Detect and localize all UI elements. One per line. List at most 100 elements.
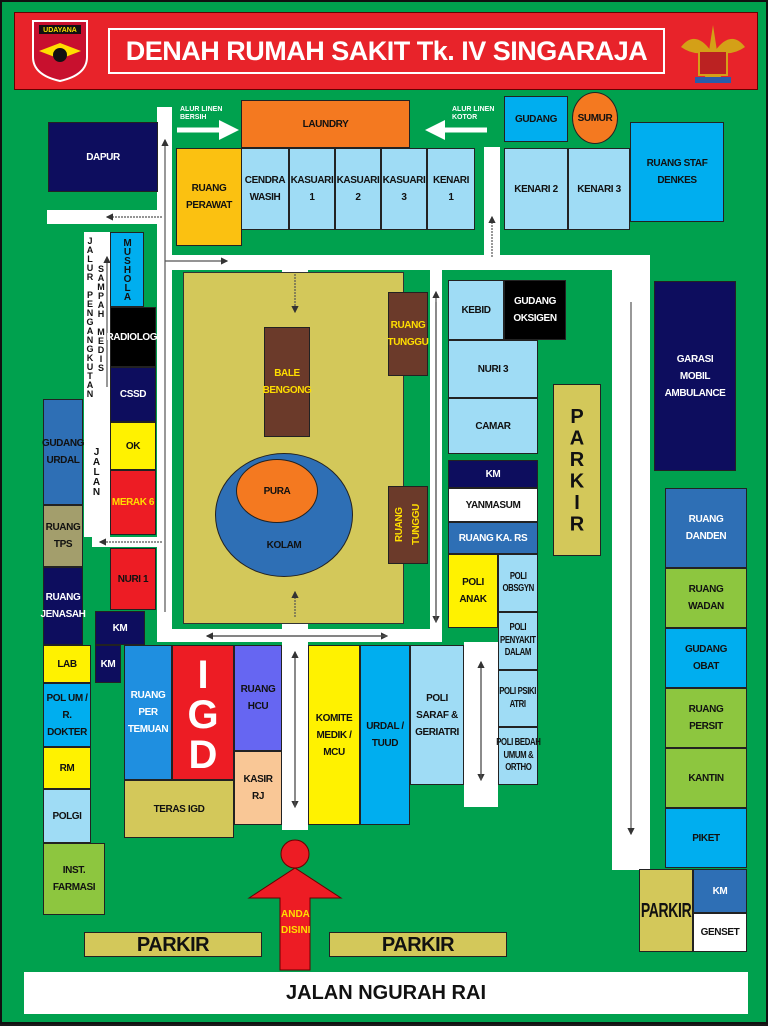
room-label: GUDANG xyxy=(514,113,558,125)
room-kasuari-2[interactable]: KASUARI 2 xyxy=(335,148,381,230)
room-poli-anak[interactable]: POLI ANAK xyxy=(448,554,498,628)
room-ruang-hcu[interactable]: RUANG HCU xyxy=(234,645,282,751)
room-pol-um-r-dokter[interactable]: POL UM / R. DOKTER xyxy=(43,683,91,747)
room-label: KASUARI 3 xyxy=(382,175,426,203)
room-km[interactable]: KM xyxy=(448,460,538,488)
room-label: BALE BENGONG xyxy=(262,368,312,396)
army-emblem-logo xyxy=(681,25,745,83)
svg-text:UDAYANA: UDAYANA xyxy=(43,27,77,34)
room-nuri-1[interactable]: NURI 1 xyxy=(110,548,156,610)
street-name: JALAN NGURAH RAI xyxy=(24,972,748,1014)
room-label: RUANG TUNGGU xyxy=(387,320,429,348)
room-yanmasum[interactable]: YANMASUM xyxy=(448,488,538,522)
room-kenari-2[interactable]: KENARI 2 xyxy=(504,148,568,230)
room-garasi-mobil-ambulance[interactable]: GARASI MOBIL AMBULANCE xyxy=(654,281,736,471)
room-kenari-1[interactable]: KENARI 1 xyxy=(427,148,475,230)
room-ok[interactable]: OK xyxy=(110,422,156,470)
room-gudang-obat[interactable]: GUDANG OBAT xyxy=(665,628,747,688)
room-parkir[interactable]: PARKIR xyxy=(639,869,693,952)
room-kantin[interactable]: KANTIN xyxy=(665,748,747,808)
room-poli-penyakit-dalam[interactable]: POLI PENYAKIT DALAM xyxy=(498,612,538,670)
room-merak-6[interactable]: MERAK 6 xyxy=(110,470,156,535)
room-label: KASUARI 2 xyxy=(336,175,380,203)
room-teras-igd[interactable]: TERAS IGD xyxy=(124,780,234,838)
medical-waste-label: SAMPAH MEDIS xyxy=(96,264,106,372)
room-sumur[interactable]: SUMUR xyxy=(572,92,618,144)
room-label: RM xyxy=(59,762,75,774)
room-ruang-tunggu[interactable]: RUANG TUNGGU xyxy=(387,292,429,376)
room-radiologi[interactable]: RADIOLOGI xyxy=(106,307,160,367)
room-poli-saraf-geriatri[interactable]: POLI SARAF & GERIATRI xyxy=(410,645,464,785)
room-cendra-wasih[interactable]: CENDRA WASIH xyxy=(241,148,289,230)
room-gudang[interactable]: GUDANG xyxy=(504,96,568,142)
room-ruang-per-temuan[interactable]: RUANG PER TEMUAN xyxy=(124,645,172,780)
room-bale-bengong[interactable]: BALE BENGONG xyxy=(262,327,312,437)
room-gudang-urdal[interactable]: GUDANG URDAL xyxy=(41,399,85,505)
room-lab[interactable]: LAB xyxy=(43,645,91,683)
room-label: LAUNDRY xyxy=(302,118,349,130)
room-laundry[interactable]: LAUNDRY xyxy=(241,100,410,148)
room-camar[interactable]: CAMAR xyxy=(448,398,538,454)
room-urdal-tuud[interactable]: URDAL / TUUD xyxy=(360,645,410,825)
room-label: KM xyxy=(712,885,728,897)
room-piket[interactable]: PIKET xyxy=(665,808,747,868)
room-pura[interactable]: PURA xyxy=(236,459,318,523)
room-parkir[interactable]: PARKIR xyxy=(553,384,601,556)
room-cssd[interactable]: CSSD xyxy=(110,367,156,422)
room-inst-farmasi[interactable]: INST. FARMASI xyxy=(43,843,105,915)
room-mushola[interactable]: MUSHOLA xyxy=(110,232,144,307)
udayana-logo: UDAYANA xyxy=(32,20,88,83)
room-label: GENSET xyxy=(700,927,740,938)
room-kasir-rj[interactable]: KASIR RJ xyxy=(234,751,282,825)
room-label: DAPUR xyxy=(86,151,120,163)
room-gudang-oksigen[interactable]: GUDANG OKSIGEN xyxy=(504,280,566,340)
room-km[interactable]: KM xyxy=(95,645,121,683)
room-label: POLGI xyxy=(52,810,82,822)
room-label: KEBID xyxy=(461,304,491,316)
room-genset[interactable]: GENSET xyxy=(693,913,747,952)
room-label: RUANG PERSIT xyxy=(688,704,724,732)
room-label: POLI PSIKI ATRI xyxy=(499,686,537,710)
room-ruang-perawat[interactable]: RUANG PERAWAT xyxy=(176,148,242,246)
room-label: GUDANG URDAL xyxy=(41,438,85,466)
room-km[interactable]: KM xyxy=(95,611,145,645)
room-poli-obsgyn[interactable]: POLI OBSGYN xyxy=(498,554,538,612)
road xyxy=(430,265,442,642)
room-ruang-tunggu[interactable]: RUANG TUNGGU xyxy=(388,486,428,564)
room-parkir[interactable]: PARKIR xyxy=(329,932,507,957)
room-poli-bedah-umum-ortho[interactable]: POLI BEDAH UMUM & ORTHO xyxy=(496,727,540,785)
room-label: POLI OBSGYN xyxy=(502,570,534,595)
room-poli-psiki-atri[interactable]: POLI PSIKI ATRI xyxy=(498,670,538,727)
room-label: KANTIN xyxy=(688,772,724,784)
room-ruang-staf-denkes[interactable]: RUANG STAF DENKES xyxy=(630,122,724,222)
room-rm[interactable]: RM xyxy=(43,747,91,789)
room-komite-medik-mcu[interactable]: KOMITE MEDIK / MCU xyxy=(308,645,360,825)
room-km[interactable]: KM xyxy=(693,869,747,913)
room-kasuari-3[interactable]: KASUARI 3 xyxy=(381,148,427,230)
room-kebid[interactable]: KEBID xyxy=(448,280,504,340)
room-nuri-3[interactable]: NURI 3 xyxy=(448,340,538,398)
room-label: MERAK 6 xyxy=(111,497,155,508)
room-ruang-danden[interactable]: RUANG DANDEN xyxy=(665,488,747,568)
room-label: OK xyxy=(125,440,141,452)
road xyxy=(612,255,650,870)
room-parkir[interactable]: PARKIR xyxy=(84,932,262,957)
room-ruang-wadan[interactable]: RUANG WADAN xyxy=(665,568,747,628)
room-igd[interactable]: IGD xyxy=(172,645,234,780)
room-kasuari-1[interactable]: KASUARI 1 xyxy=(289,148,335,230)
room-polgi[interactable]: POLGI xyxy=(43,789,91,843)
room-ruang-jenasah[interactable]: RUANG JENASAH xyxy=(41,567,86,645)
room-dapur[interactable]: DAPUR xyxy=(48,122,158,192)
room-label: CSSD xyxy=(119,389,147,400)
room-label: YANMASUM xyxy=(465,499,521,511)
room-label: KENARI 2 xyxy=(514,183,558,195)
room-ruang-tps[interactable]: RUANG TPS xyxy=(43,505,83,567)
room-kenari-3[interactable]: KENARI 3 xyxy=(568,148,630,230)
room-label: KASUARI 1 xyxy=(290,175,334,203)
room-label: POLI ANAK xyxy=(459,577,487,605)
room-label: KM xyxy=(112,622,128,634)
road xyxy=(47,210,162,224)
room-ruang-persit[interactable]: RUANG PERSIT xyxy=(665,688,747,748)
room-ruang-ka-rs[interactable]: RUANG KA. RS xyxy=(448,522,538,554)
